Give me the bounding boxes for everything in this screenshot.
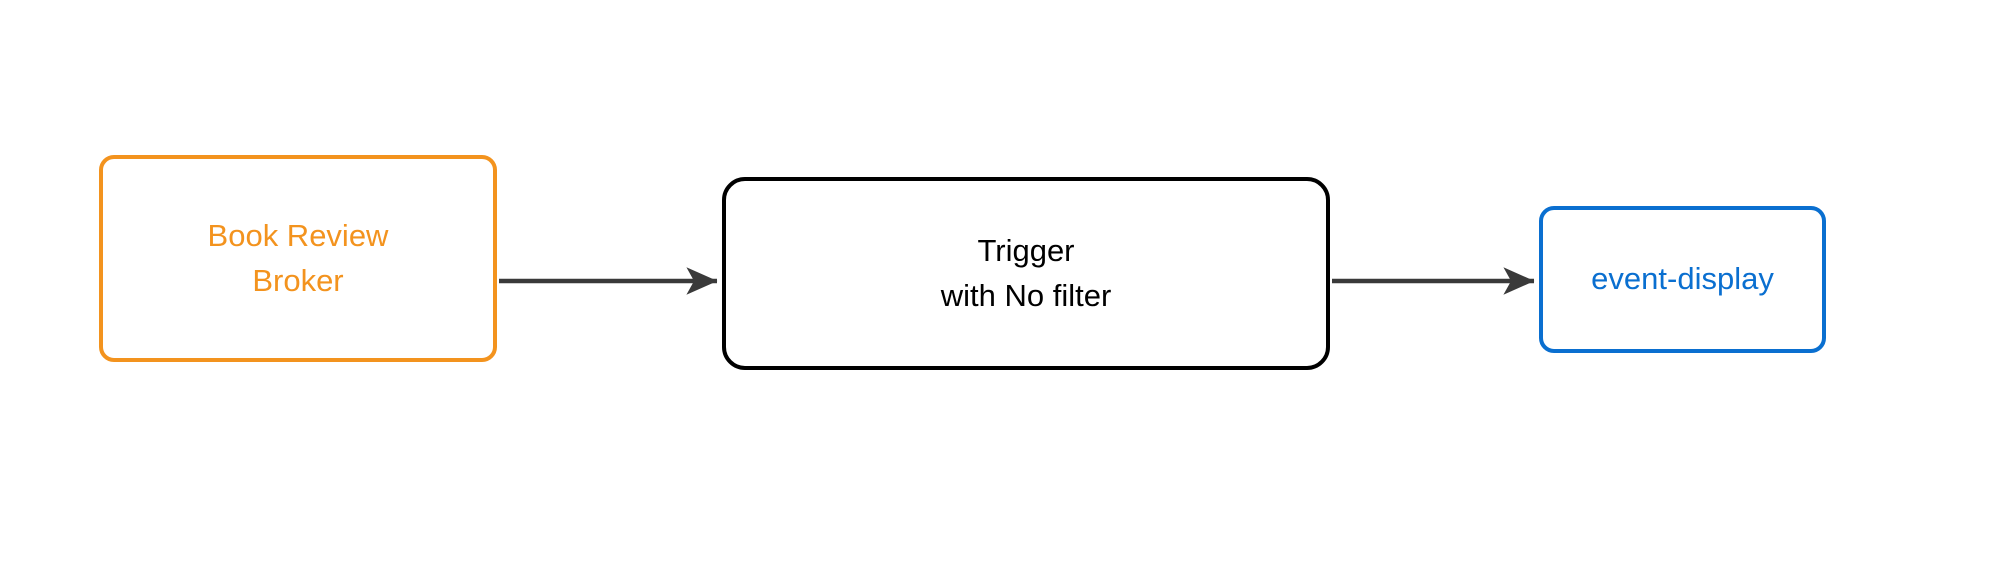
node-event-display[interactable]: event-display	[1539, 206, 1826, 353]
node-book-review-broker[interactable]: Book Review Broker	[99, 155, 497, 362]
node-trigger-with-no-filter[interactable]: Trigger with No filter	[722, 177, 1330, 370]
node-label-sink: event-display	[1591, 261, 1774, 297]
node-label-source: Book Review Broker	[207, 218, 389, 298]
node-label-trigger: Trigger with No filter	[940, 233, 1112, 313]
